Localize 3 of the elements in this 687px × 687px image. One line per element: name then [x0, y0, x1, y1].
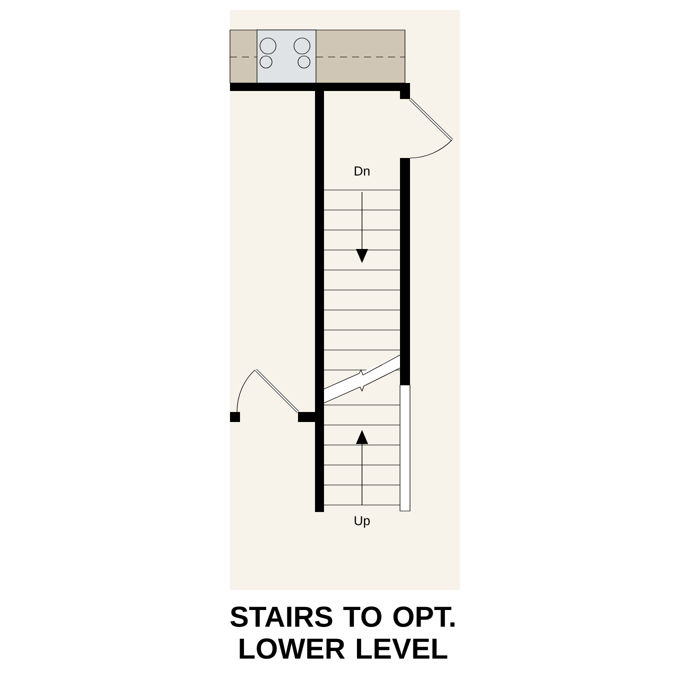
caption: STAIRS TO OPT. LOWER LEVEL	[230, 606, 454, 659]
stair-label: Up	[354, 516, 370, 528]
stair-label: Dn	[354, 166, 370, 176]
